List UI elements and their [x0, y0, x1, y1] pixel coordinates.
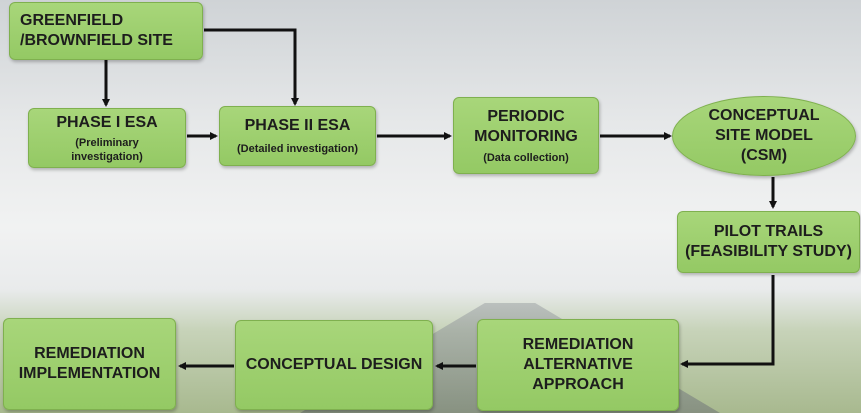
arrow-site-to-phase2 [204, 28, 299, 106]
node-remediation-alternative-approach: REMEDIATION ALTERNATIVE APPROACH [477, 319, 679, 411]
node-title: REMEDIATION ALTERNATIVE APPROACH [522, 336, 634, 393]
node-title: CONCEPTUAL DESIGN [245, 356, 423, 373]
node-title: PHASE II ESA [244, 117, 351, 134]
arrow-pilot-to-alternative [680, 275, 775, 368]
node-phase-1-esa: PHASE I ESA (Preliminary investigation) [28, 108, 186, 168]
node-phase-2-esa: PHASE II ESA (Detailed investigation) [219, 106, 376, 166]
node-pilot-trails: PILOT TRAILS (FEASIBILITY STUDY) [677, 211, 860, 273]
node-greenfield-brownfield-site: GREENFIELD /BROWNFIELD SITE [9, 2, 203, 60]
node-subtitle: (Data collection) [483, 151, 569, 164]
node-title: REMEDIATION IMPLEMENTATION [18, 345, 161, 382]
node-conceptual-site-model: CONCEPTUAL SITE MODEL (CSM) [672, 96, 856, 176]
node-conceptual-design: CONCEPTUAL DESIGN [235, 320, 433, 410]
node-title: PILOT TRAILS (FEASIBILITY STUDY) [685, 223, 852, 260]
node-title: CONCEPTUAL SITE MODEL (CSM) [708, 107, 820, 164]
node-remediation-implementation: REMEDIATION IMPLEMENTATION [3, 318, 176, 410]
node-subtitle: (Preliminary investigation) [71, 136, 143, 163]
node-periodic-monitoring: PERIODIC MONITORING (Data collection) [453, 97, 599, 174]
node-title: PHASE I ESA [56, 113, 158, 131]
node-title: GREENFIELD /BROWNFIELD SITE [20, 12, 173, 49]
node-title: PERIODIC MONITORING [474, 107, 578, 145]
node-subtitle: (Detailed investigation) [236, 143, 359, 155]
